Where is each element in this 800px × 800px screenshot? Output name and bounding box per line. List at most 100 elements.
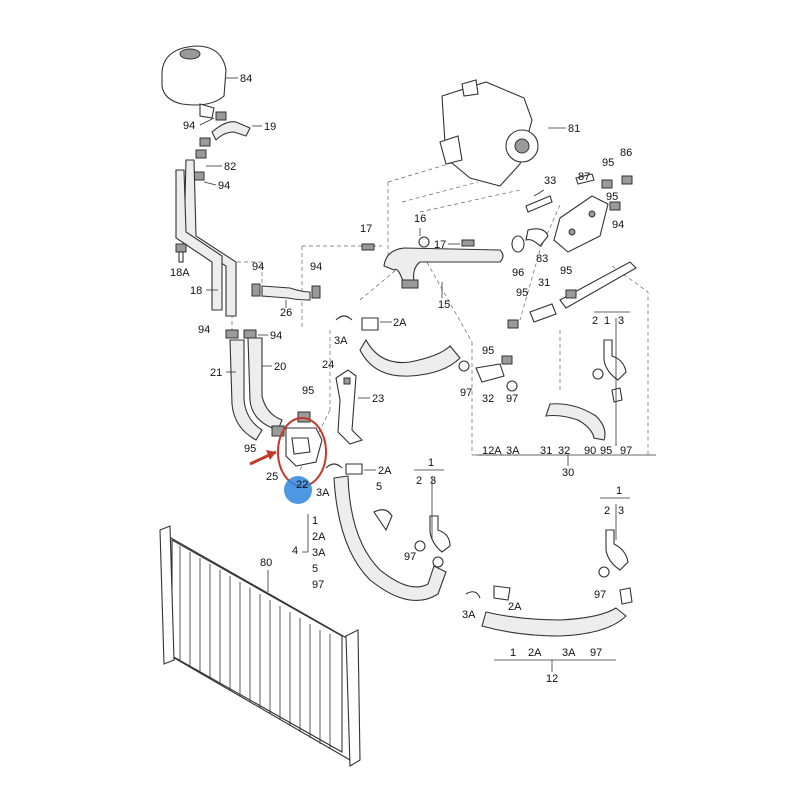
auxiliary-water-pump-22 [271, 411, 323, 467]
callout-label-l97d: 97 [594, 589, 606, 601]
callout-label-l94b: 94 [218, 180, 230, 192]
callout-label-g95: 95 [600, 445, 612, 457]
callout-label-l86: 86 [620, 147, 632, 159]
callout-label-l16: 16 [414, 213, 426, 225]
callout-label-l2Ac: 2A [508, 601, 522, 613]
callout-label-s2A: 2A [312, 531, 326, 543]
callout-label-l30: 30 [562, 467, 574, 479]
callout-label-l95f: 95 [516, 287, 528, 299]
callout-label-l2Aa: 2A [393, 317, 407, 329]
callout-label-b3A: 3A [562, 647, 576, 659]
callout-label-l26: 26 [280, 307, 292, 319]
callout-label-g3A: 3A [506, 445, 520, 457]
callout-label-l95g: 95 [482, 345, 494, 357]
callout-label-l24: 24 [322, 359, 334, 371]
callout-label-l94g: 94 [612, 219, 624, 231]
callout-label-l94d: 94 [310, 261, 322, 273]
callout-label-l83: 83 [536, 253, 548, 265]
hose-group-30 [545, 339, 627, 441]
callout-label-b2A: 2A [528, 647, 542, 659]
callout-label-g31: 31 [540, 445, 552, 457]
bracket-23 [335, 369, 364, 445]
callout-label-l32: 32 [482, 393, 494, 405]
hose-26 [251, 283, 321, 301]
callout-label-l2c: 2 [604, 505, 610, 517]
hose-upper-mid [359, 338, 461, 377]
callout-label-b1: 1 [510, 647, 516, 659]
radiator-80 [159, 525, 361, 767]
callout-label-l96: 96 [512, 267, 524, 279]
callout-label-l2Ab: 2A [378, 465, 392, 477]
callout-label-l15: 15 [438, 299, 450, 311]
callout-label-l18: 18 [190, 285, 202, 297]
callout-label-l4: 4 [292, 545, 298, 557]
callout-label-b97: 97 [590, 647, 602, 659]
callout-label-l81: 81 [568, 123, 580, 135]
seals-96-83 [511, 228, 549, 253]
callout-label-l21: 21 [210, 367, 222, 379]
callout-label-l3Ac: 3A [462, 609, 476, 621]
callout-label-l3Ab: 3A [316, 487, 330, 499]
bolt-18A [175, 243, 187, 263]
callout-label-l18A: 18A [170, 267, 190, 279]
callout-label-l3Aa: 3A [334, 335, 348, 347]
hoses-20-21 [225, 329, 283, 441]
callout-label-l94f: 94 [270, 330, 282, 342]
callout-label-s97: 97 [312, 579, 324, 591]
callout-label-l20: 20 [274, 361, 286, 373]
callout-label-l97a: 97 [460, 387, 472, 399]
callout-label-l3a: 3 [618, 315, 624, 327]
callout-label-l17a: 17 [360, 223, 372, 235]
heat-exchanger-87 [553, 173, 633, 253]
connector-32 [458, 355, 518, 392]
label-84: 84 [240, 73, 252, 85]
callout-label-l33: 33 [544, 175, 556, 187]
small-hoses-top-left [175, 111, 251, 317]
water-pump-81 [439, 79, 539, 187]
callout-label-l80: 80 [260, 557, 272, 569]
callout-label-l3b: 3 [430, 475, 436, 487]
callout-label-l2b: 2 [416, 475, 422, 487]
callout-label-l82: 82 [224, 161, 236, 173]
callout-label-l12: 12 [546, 673, 558, 685]
callout-label-g90: 90 [584, 445, 596, 457]
callout-label-l1b: 1 [428, 457, 434, 469]
callout-label-l17b: 17 [434, 239, 446, 251]
callout-label-l95e: 95 [560, 265, 572, 277]
clamps-mid [325, 315, 379, 475]
callout-label-l95c: 95 [602, 157, 614, 169]
callout-label-g97: 97 [620, 445, 632, 457]
callout-label-l94c: 94 [252, 261, 264, 273]
expansion-tank [161, 45, 227, 119]
coolant-pipe-15 [383, 236, 504, 289]
callout-label-l94a: 94 [183, 120, 195, 132]
hose-group-12 [465, 529, 633, 637]
callout-label-l95b: 95 [244, 443, 256, 455]
hose-group-4 [333, 475, 451, 601]
callout-label-s3A: 3A [312, 547, 326, 559]
highlight-dot [284, 476, 312, 504]
callout-label-l94e: 94 [198, 324, 210, 336]
callout-label-l22: 22 [296, 479, 308, 491]
callout-label-l5: 5 [376, 481, 382, 493]
callout-label-l3c: 3 [618, 505, 624, 517]
callout-label-l23: 23 [372, 393, 384, 405]
callout-label-l95a: 95 [302, 385, 314, 397]
callout-label-l97c: 97 [404, 551, 416, 563]
callout-label-l97b: 97 [506, 393, 518, 405]
callout-label-l95d: 95 [606, 191, 618, 203]
pipe-31 [507, 261, 637, 329]
callout-label-g32: 32 [558, 445, 570, 457]
callout-label-l19: 19 [264, 121, 276, 133]
callout-label-s5: 5 [312, 563, 318, 575]
callout-label-l25: 25 [266, 471, 278, 483]
callout-label-s1: 1 [312, 515, 318, 527]
callout-label-l2a: 2 [592, 315, 598, 327]
callout-label-l1a: 1 [604, 315, 610, 327]
callout-label-l31: 31 [538, 277, 550, 289]
callout-label-l87: 87 [578, 171, 590, 183]
callout-label-l1c: 1 [616, 485, 622, 497]
callout-label-g12A: 12A [482, 445, 502, 457]
highlight-arrow [249, 450, 277, 466]
